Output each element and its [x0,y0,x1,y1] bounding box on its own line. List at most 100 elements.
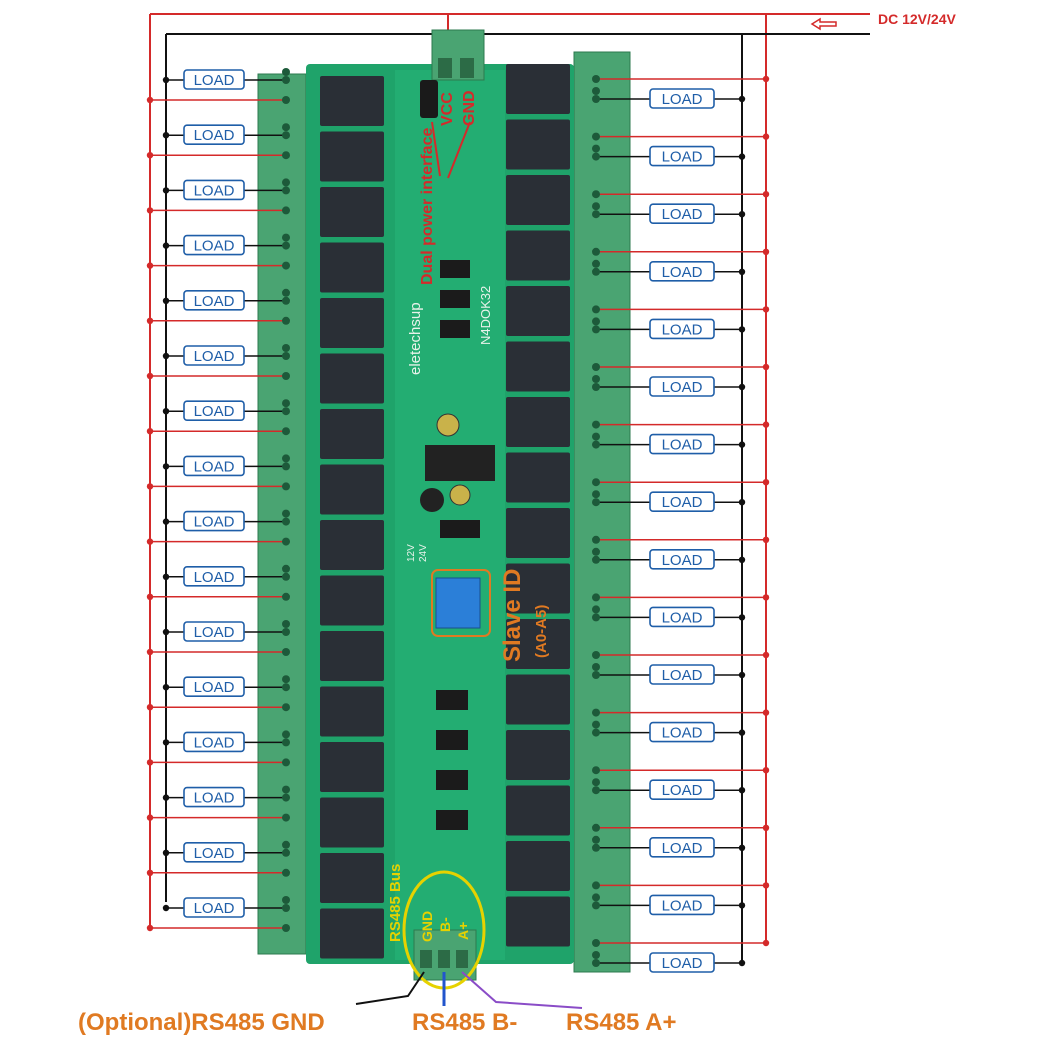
terminal-screw [282,427,290,436]
terminal-screw [592,663,600,671]
load-box [183,289,245,311]
terminal-screw [592,87,600,95]
left-black-junction [162,628,170,636]
terminal-screw [282,793,290,802]
load-label: LOAD [662,437,703,454]
terminal-screw [592,728,600,737]
load-label: LOAD [194,348,235,365]
right-red-junction [762,824,770,831]
load-label: LOAD [662,897,703,914]
load-label: LOAD [194,72,235,89]
relay-left [320,520,384,570]
left-red-junction [146,814,154,821]
relay-left [320,298,384,348]
terminal-screw [592,383,600,391]
right-red-junction [762,75,770,83]
rs485-a-label: RS485 A+ [566,1009,677,1036]
load-label: LOAD [194,900,235,917]
load-label: LOAD [662,955,703,972]
terminal-screw [592,835,600,844]
terminal-screw [592,259,600,268]
load-label: LOAD [662,840,703,857]
terminal-screw [282,206,290,215]
right-red-junction [762,536,770,543]
terminal-screw [282,407,290,416]
terminal-screw [282,564,290,573]
rs485-gnd-label: (Optional)RS485 GND [78,1009,325,1036]
load-box [183,455,245,477]
load-box [649,606,715,628]
board-model: N4DOK32 [478,286,493,345]
right-black-junction [738,902,746,909]
relay-board [257,29,631,1009]
relay-left [320,908,384,959]
rs485-pin-b: B- [437,917,453,932]
terminal-screw [592,671,600,679]
right-red-junction [762,191,770,198]
terminal-screw [592,363,600,371]
load-label: LOAD [662,206,703,223]
terminal-screw [282,904,290,912]
right-black-junction [738,153,746,160]
relay-left [320,464,384,515]
terminal-screw [282,233,290,242]
load-box [649,664,715,685]
terminal-screw [592,720,600,729]
relay-right [506,896,570,947]
terminal-screw [282,537,290,546]
terminal-screw [282,517,290,526]
terminal-screw [592,651,600,659]
terminal-screw [592,132,600,141]
terminal-screw [282,840,290,849]
terminal-screw [592,375,600,383]
terminal-screw [282,316,290,325]
relay-right [506,119,570,170]
relay-right [506,841,570,891]
right-red-junction [762,133,770,140]
terminal-screw [282,151,290,160]
left-red-junction [146,869,154,876]
terminal-screw [282,758,290,767]
left-black-junction [162,132,170,139]
load-box [649,491,715,513]
left-red-junction [146,372,154,380]
left-black-junction [162,684,170,691]
load-label: LOAD [194,569,235,586]
terminal-screw [592,593,600,602]
terminal-screw [592,210,600,219]
right-black-junction [738,326,746,333]
load-box [649,145,715,167]
right-black-junction [738,268,746,275]
relay-left [320,131,384,182]
annotations: DC 12V/24V VCC GND Dual power interface … [78,11,956,1036]
left-red-junction [146,759,154,766]
terminal-screw [282,868,290,877]
terminal-screw [592,939,600,947]
load-label: LOAD [662,264,703,281]
terminal-screw [282,648,290,656]
terminal-screw [282,241,290,250]
terminal-screw [282,344,290,352]
right-red-junction [762,767,770,774]
left-black-junction [162,463,170,470]
right-black-junction [738,556,746,563]
load-box [649,88,715,109]
load-rows: LOAD LOAD LOAD LOAD LOAD LOAD LOAD LOAD LOAD LOAD… [146,68,770,973]
load-box [183,510,245,532]
load-box [183,786,245,808]
relay-right [506,341,570,392]
relay-right [506,175,570,225]
terminal-screw [282,68,290,76]
left-black-junction [162,794,170,801]
right-red-junction [762,939,770,947]
load-box [649,376,715,397]
terminal-screw [592,267,600,276]
right-black-junction [738,95,746,103]
rs485-bus-label: RS485 Bus [387,864,404,942]
relay-left [320,242,384,293]
load-box [649,203,715,224]
terminal-screw [282,675,290,684]
terminal-screw [592,247,600,256]
load-label: LOAD [194,182,235,199]
right-black-junction [738,729,746,736]
